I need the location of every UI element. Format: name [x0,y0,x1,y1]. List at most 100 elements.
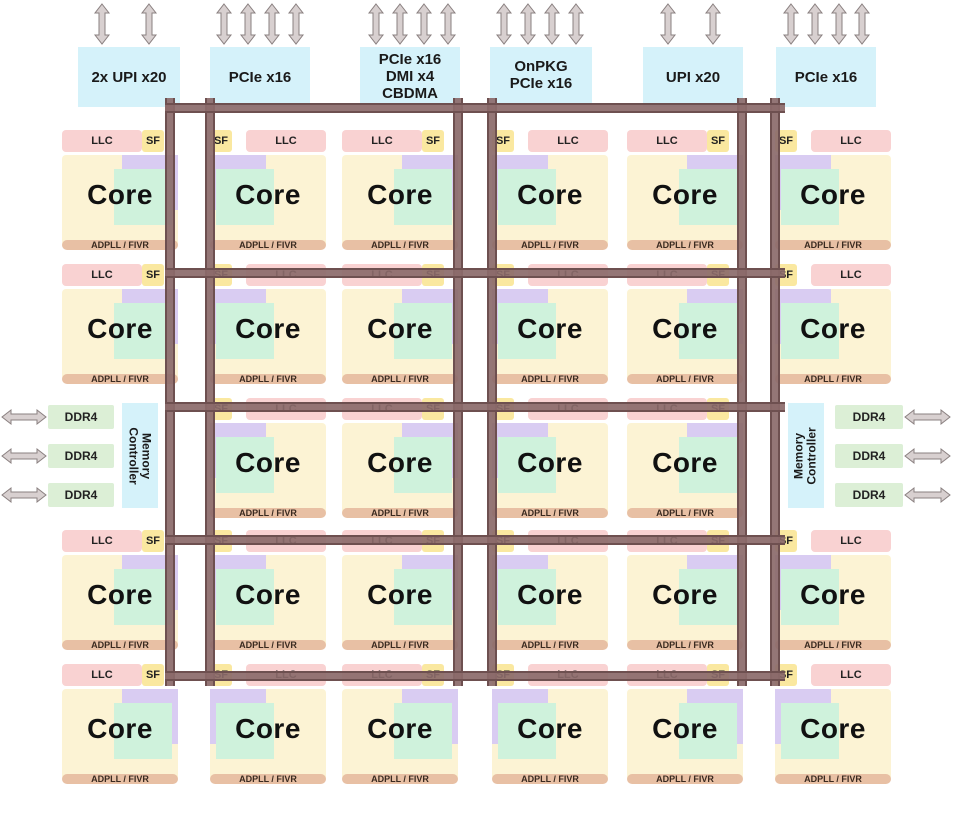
pll-label: ADPLL / FIVR [239,774,297,784]
mesh-vertical-link [770,98,780,686]
core-label: Core [492,441,608,485]
pll-label: ADPLL / FIVR [804,240,862,250]
mesh-vertical-link [165,98,175,686]
pll-label: ADPLL / FIVR [521,374,579,384]
mesh-link-edge [778,98,780,686]
core-logic-block [394,303,452,359]
core-label: Core [342,707,458,751]
core-label: Core [210,307,326,351]
adpll-fivr-bar: ADPLL / FIVR [775,640,891,650]
llc-label: LLC [840,535,862,547]
pll-label: ADPLL / FIVR [371,240,429,250]
mesh-link-edge [205,98,207,686]
io-label: UPI x20 [665,68,721,86]
io-box-upi2: 2x UPI x20 [78,47,180,107]
core-text: Core [800,313,866,344]
core-logic-block [114,703,172,759]
bidirectional-arrow-icon [704,3,722,45]
core-label: Core [62,573,178,617]
ddr4-channel-right: DDR4 [835,444,903,468]
core-logic-block [216,303,274,359]
memory-controller-left: Memory Controller [122,403,158,508]
ddr4-label: DDR4 [64,410,98,424]
core-text: Core [235,579,301,610]
adpll-fivr-bar: ADPLL / FIVR [627,240,743,250]
core-logic-block [679,703,737,759]
core-label: Core [342,441,458,485]
adpll-fivr-bar: ADPLL / FIVR [210,774,326,784]
core-logic-block [498,169,556,225]
mesh-link-edge [165,410,785,412]
mesh-link-edge [165,671,785,673]
sf-label: SF [213,135,229,147]
core-label: Core [627,573,743,617]
pll-label: ADPLL / FIVR [91,240,149,250]
adpll-fivr-bar: ADPLL / FIVR [210,640,326,650]
mesh-link-edge [213,98,215,686]
adpll-fivr-bar: ADPLL / FIVR [775,774,891,784]
mesh-link-edge [453,98,455,686]
adpll-fivr-bar: ADPLL / FIVR [627,774,743,784]
snoop-filter: SF [142,130,164,152]
core-text: Core [87,713,153,744]
llc-slice: LLC [246,130,326,152]
adpll-fivr-bar: ADPLL / FIVR [775,374,891,384]
core-label: Core [775,573,891,617]
mesh-link-edge [165,98,167,686]
llc-label: LLC [91,269,113,281]
mesh-link-edge [165,543,785,545]
mesh-vertical-link [737,98,747,686]
io-label: 2x UPI x20 [91,68,167,86]
bidirectional-arrow-icon [1,486,47,504]
core-label: Core [627,441,743,485]
llc-label: LLC [91,535,113,547]
mesh-link-edge [165,535,785,537]
core-text: Core [87,579,153,610]
mesh-horizontal-link [165,402,785,412]
core-text: Core [87,313,153,344]
core-text: Core [517,447,583,478]
adpll-fivr-bar: ADPLL / FIVR [62,640,178,650]
mesh-link-edge [745,98,747,686]
core-logic-block [216,569,274,625]
pll-label: ADPLL / FIVR [371,640,429,650]
mesh-link-edge [487,98,489,686]
core-label: Core [210,707,326,751]
io-box-pcie_dmi: PCIe x16 DMI x4 CBDMA [360,47,460,105]
core-text: Core [367,713,433,744]
core-label: Core [62,307,178,351]
pll-label: ADPLL / FIVR [804,374,862,384]
pll-label: ADPLL / FIVR [656,508,714,518]
core-logic-block [216,703,274,759]
llc-slice: LLC [62,530,142,552]
adpll-fivr-bar: ADPLL / FIVR [492,374,608,384]
pll-label: ADPLL / FIVR [91,374,149,384]
core-text: Core [800,179,866,210]
bidirectional-arrow-icon [904,486,951,504]
core-logic-block [394,703,452,759]
mesh-horizontal-link [165,671,785,681]
core-logic-block [679,303,737,359]
pll-label: ADPLL / FIVR [371,774,429,784]
llc-label: LLC [840,269,862,281]
bidirectional-arrow-icon [904,408,951,426]
bidirectional-arrow-icon [367,3,385,45]
adpll-fivr-bar: ADPLL / FIVR [342,240,458,250]
snoop-filter: SF [142,664,164,686]
bidirectional-arrow-icon [567,3,585,45]
sf-label: SF [145,269,161,281]
bidirectional-arrow-icon [1,408,47,426]
bidirectional-arrow-icon [140,3,158,45]
core-text: Core [367,579,433,610]
pll-label: ADPLL / FIVR [656,640,714,650]
adpll-fivr-bar: ADPLL / FIVR [62,374,178,384]
core-text: Core [652,713,718,744]
pll-label: ADPLL / FIVR [521,240,579,250]
pll-label: ADPLL / FIVR [521,774,579,784]
core-text: Core [235,713,301,744]
core-label: Core [342,573,458,617]
io-box-pcie2: PCIe x16 [776,47,876,107]
core-text: Core [367,313,433,344]
sf-label: SF [778,135,794,147]
